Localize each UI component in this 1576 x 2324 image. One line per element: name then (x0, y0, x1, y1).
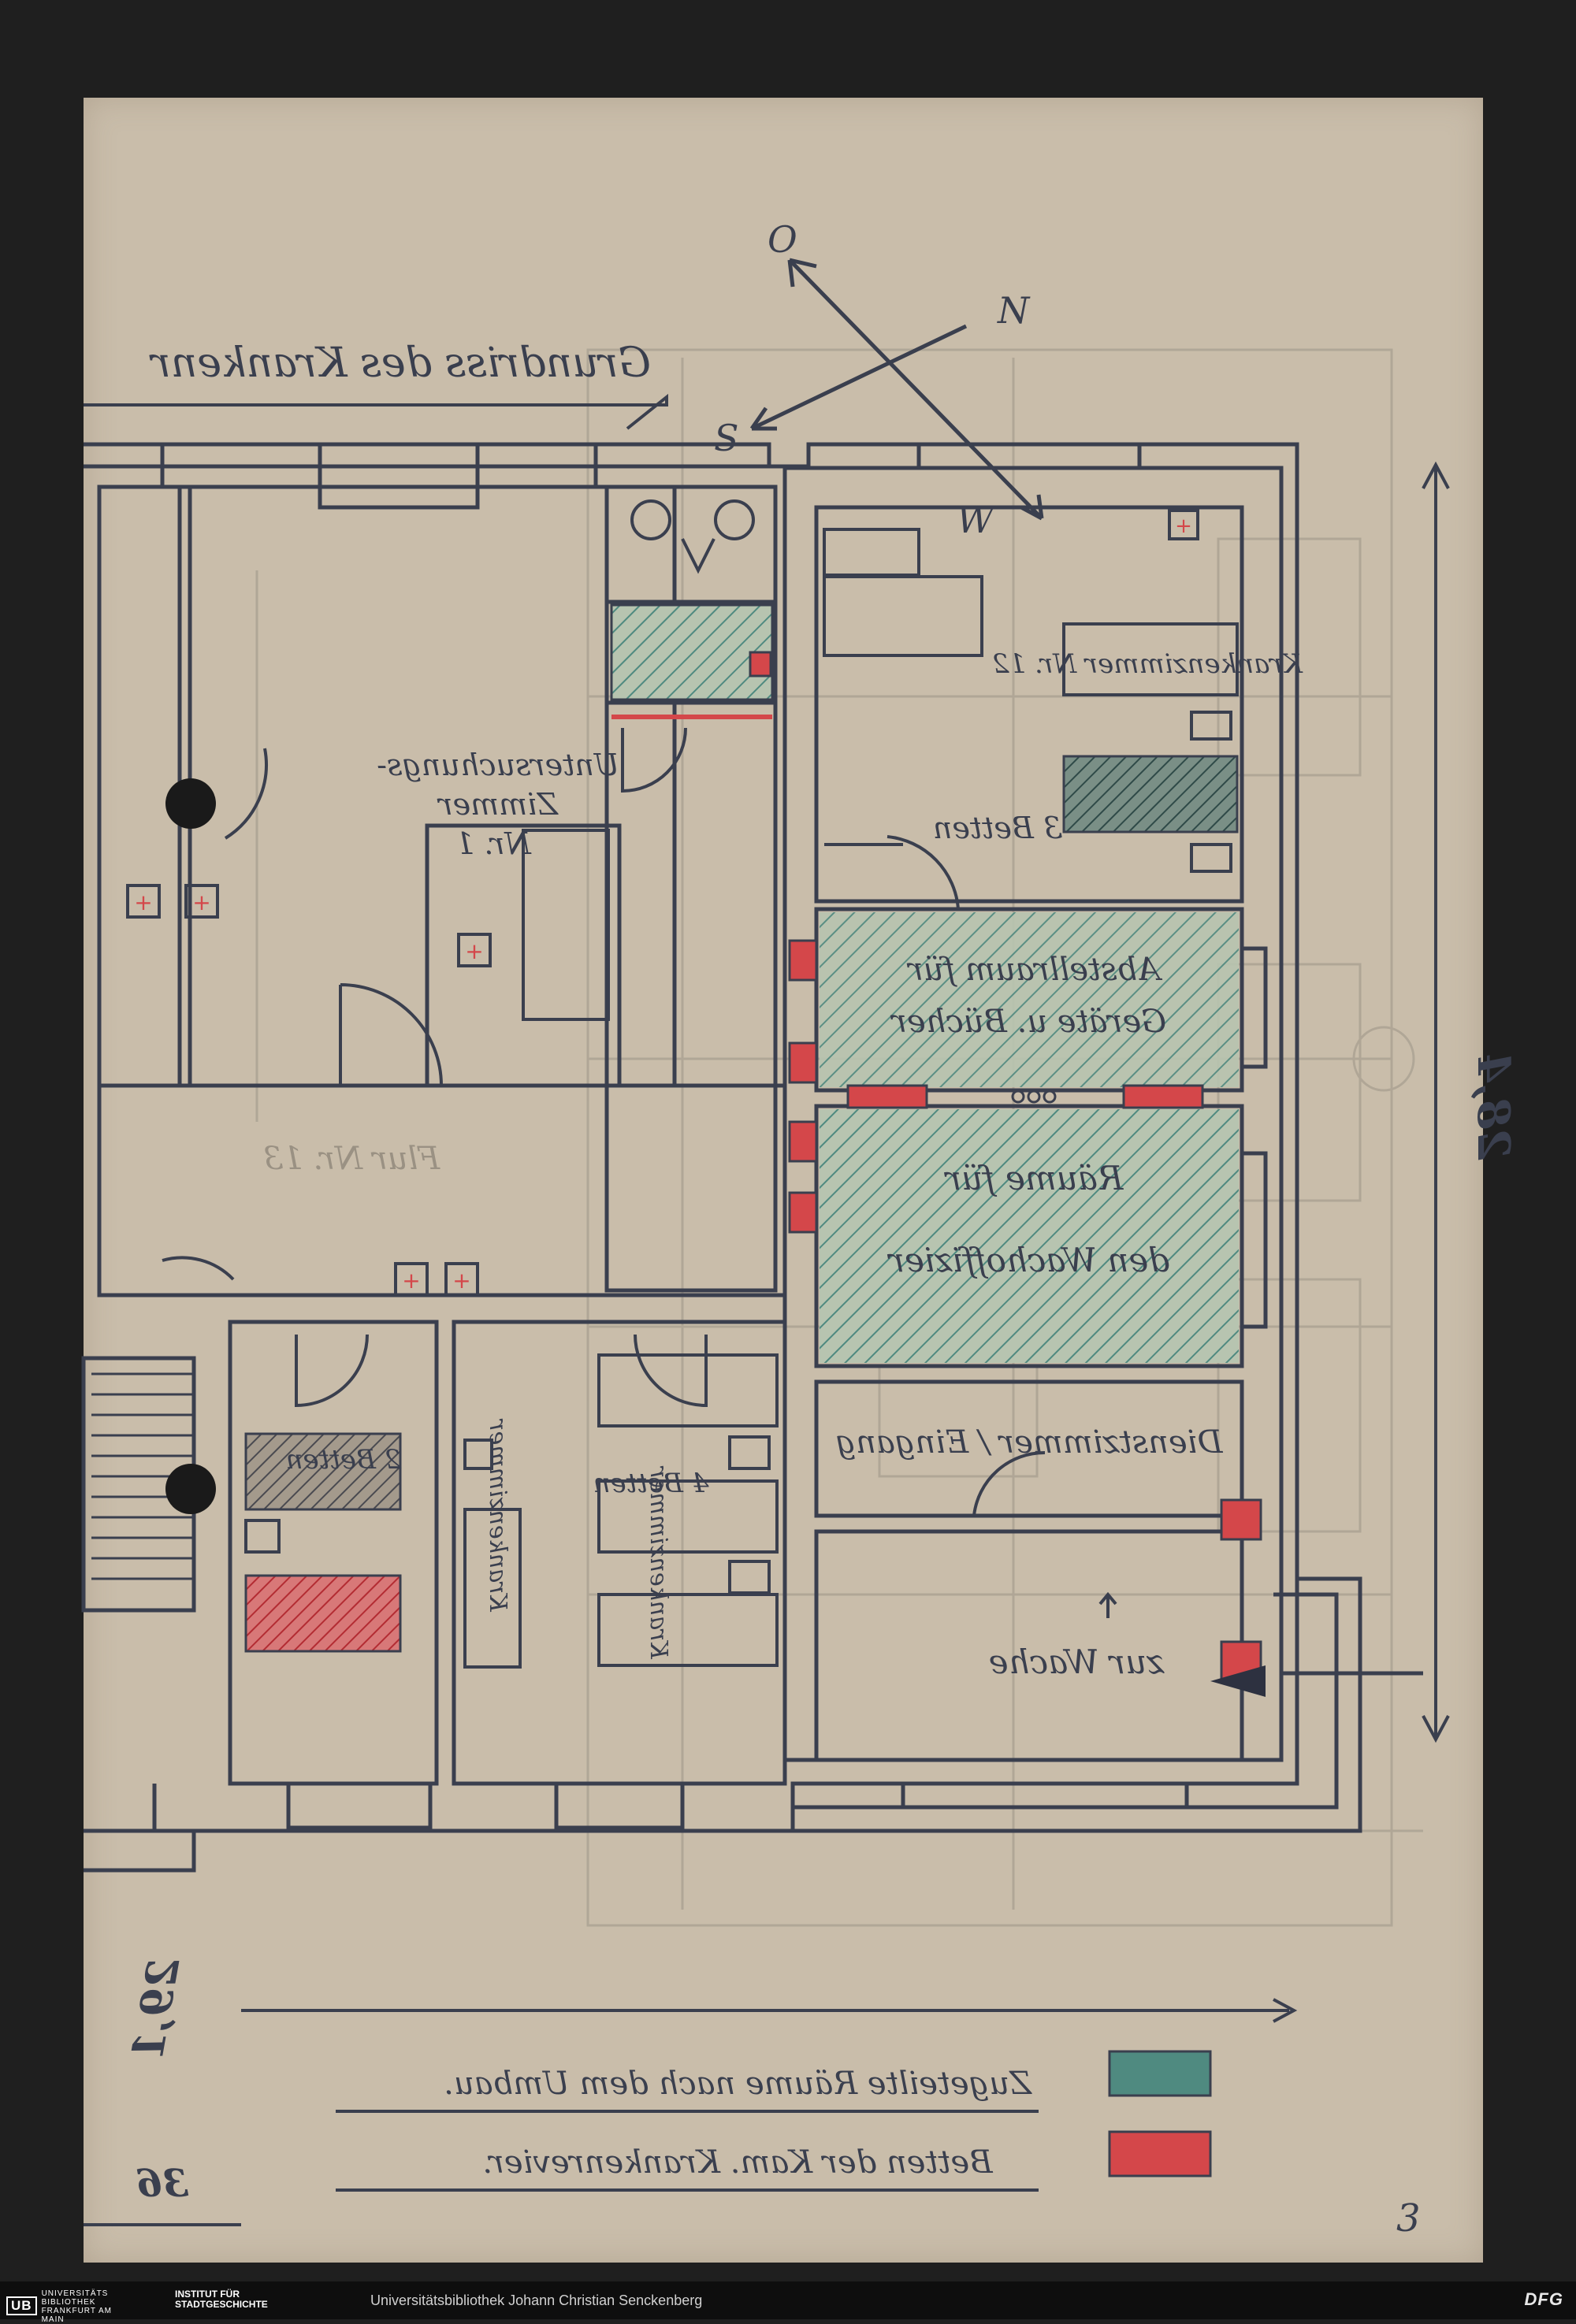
punch-hole-bottom (165, 1464, 216, 1514)
ub-logo-subtitle: UNIVERSITÄTS BIBLIOTHEK FRANKFURT AM MAI… (41, 2289, 112, 2324)
legend-label-green: Zugeteilte Räume nach dem Umbau. (444, 2066, 1033, 2102)
room-label-betten-2: 2 Betten (286, 1444, 403, 1476)
cross-markers: + + + + + + (126, 509, 1199, 1297)
room-labels: Untersuchungs- Zimmer Nr. 1 Krankenzimme… (263, 648, 1303, 1681)
room-label-untersuchung-line3: Nr. 1 (455, 826, 532, 861)
legend-swatch-green (1108, 2050, 1212, 2097)
wc-fixtures (630, 499, 755, 574)
dimension-line-bottom (241, 1998, 1298, 2023)
room-label-betten-3: 3 Betten (933, 811, 1062, 845)
room-label-raeume-line1: Räume für (943, 1159, 1124, 1197)
svg-text:+: + (1175, 514, 1192, 538)
sockets (1011, 1090, 1057, 1104)
viewer-footer: UBUNIVERSITÄTS BIBLIOTHEK FRANKFURT AM M… (0, 2281, 1576, 2324)
room-label-untersuchung: Untersuchungs- Zimmer Nr. 1 (367, 748, 619, 861)
bed-grey (244, 1432, 402, 1511)
dimension-line-right (1422, 461, 1450, 1743)
room-label-raeume-line2: den Wachoffizier (886, 1241, 1169, 1279)
bed-green (1062, 755, 1239, 833)
hatch-green-raeume (820, 1109, 1239, 1363)
furniture (244, 528, 1239, 1669)
bed-red (244, 1574, 402, 1653)
room-label-raeume: Räume für den Wachoffizier (886, 1159, 1169, 1279)
room-label-abstell-line2: Geräte u. Bücher (890, 1004, 1166, 1040)
svg-text:+: + (192, 889, 210, 915)
room-label-krankenzimmer-b: Krankenzimmer (645, 1466, 672, 1660)
compass-label-n: N (997, 289, 1031, 332)
dimension-corner-value: 36 (136, 2162, 189, 2206)
dfg-logo: DFG (1524, 2289, 1563, 2309)
room-label-betten-4: 4 Betten (593, 1468, 710, 1499)
legend-swatch-red (1108, 2130, 1212, 2177)
compass (749, 258, 1044, 521)
svg-text:+: + (452, 1268, 470, 1294)
svg-text:+: + (465, 938, 483, 964)
compass-label-o: O (768, 218, 797, 261)
room-label-zur-wache: zur Wache (989, 1643, 1165, 1681)
compass-label-s: S (714, 417, 739, 459)
red-wall-marks (611, 651, 1262, 1683)
plan-title: Grundriss des Krankenr (149, 340, 651, 387)
library-name: Universitätsbibliothek Johann Christian … (370, 2292, 703, 2308)
document-sheet: + + + + + + (81, 98, 1519, 2263)
compass-label-w: W (957, 499, 997, 541)
floor-plan-drawing: + + + + + + (81, 218, 1519, 2240)
room-label-krankenzimmer-a: Krankenzimmer (484, 1419, 511, 1613)
hatch-green-abstellraum (820, 912, 1239, 1087)
ub-logo-mark: UB (6, 2296, 37, 2316)
page-number: 3 (1396, 2196, 1421, 2240)
punch-hole-top (165, 778, 216, 829)
ub-logo: UBUNIVERSITÄTS BIBLIOTHEK FRANKFURT AM M… (6, 2289, 128, 2324)
room-label-untersuchung-line1: Untersuchungs- (377, 748, 619, 782)
room-label-zimmer-12: Krankenzimmer Nr. 12 (992, 648, 1303, 680)
isg-logo: INSTITUT FÜR STADTGESCHICHTE (175, 2289, 268, 2310)
room-label-zugang: Dienstzimmer / Eingang (836, 1424, 1224, 1461)
svg-text:+: + (134, 889, 152, 915)
legend-label-red: Betten der Kam. Krankenrevier. (482, 2144, 993, 2181)
dimension-bottom-value: 29,1 (121, 1953, 189, 2065)
door-arcs (162, 727, 1046, 1517)
room-label-flur: Flur Nr. 13 (263, 1141, 440, 1177)
room-label-untersuchung-line2: Zimmer (437, 787, 559, 822)
hatch-green-wc (610, 603, 774, 701)
svg-text:+: + (402, 1268, 420, 1294)
room-label-abstell-line1: Abstellraum für (906, 952, 1163, 988)
room-label-abstell: Abstellraum für Geräte u. Bücher (890, 952, 1166, 1040)
legend: Zugeteilte Räume nach dem Umbau. Betten … (336, 2050, 1212, 2192)
dimension-right-value: 28,4 (1467, 1052, 1519, 1160)
entrance-arrow (1098, 1591, 1266, 1697)
